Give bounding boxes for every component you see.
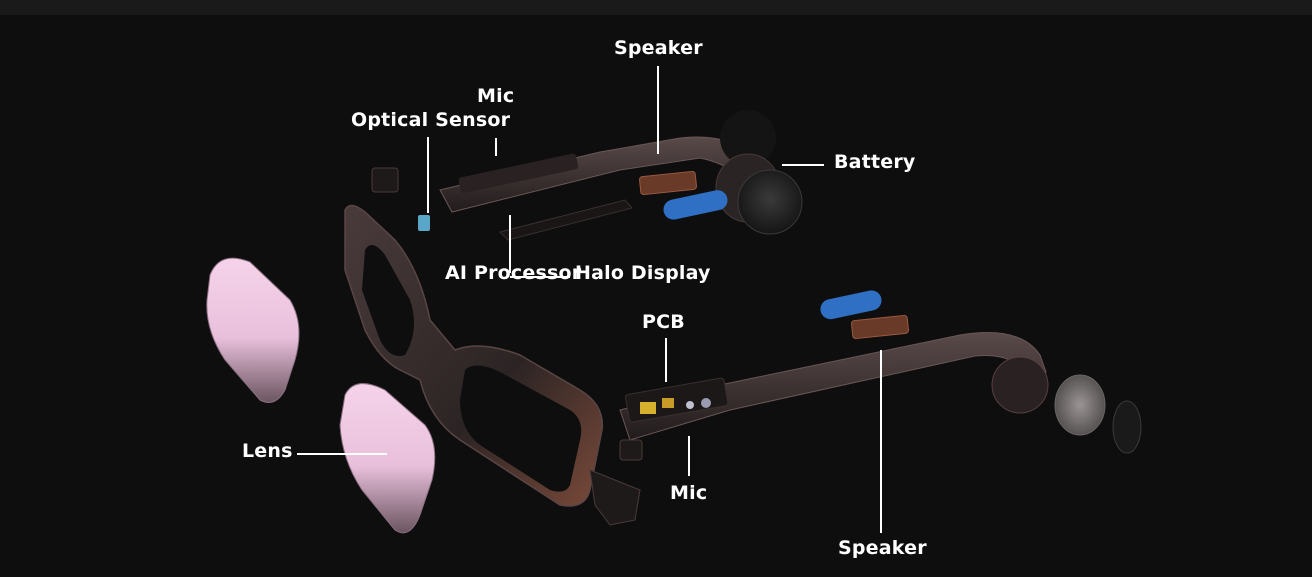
upper-battery-pad [663, 190, 728, 220]
speaker-bottom-callout-line [880, 350, 882, 533]
label-halo-display: Halo Display [575, 262, 711, 284]
lower-hinge-a [619, 439, 643, 461]
upper-speaker-module [639, 170, 697, 196]
label-mic-top: Mic [477, 85, 515, 107]
frame-front [344, 204, 604, 507]
label-speaker-top: Speaker [614, 37, 703, 59]
label-pcb: PCB [642, 311, 685, 333]
speaker-top-callout-line [657, 66, 659, 154]
upper-temple-arm [439, 110, 803, 235]
optical-sensor-chip [418, 215, 430, 231]
upper-lens [206, 257, 300, 403]
lower-lens [339, 383, 436, 534]
ai-processor-callout-line-h [510, 276, 570, 278]
battery-callout-line [782, 164, 824, 166]
upper-hinge [371, 167, 399, 193]
label-ai-processor: AI Processor [445, 262, 582, 284]
ai-processor-callout-line [509, 215, 511, 273]
optical-sensor-callout-line [427, 137, 429, 213]
label-speaker-bottom: Speaker [838, 537, 927, 559]
label-optical-sensor: Optical Sensor [351, 109, 511, 131]
mic-bottom-callout-line [688, 436, 690, 476]
label-lens: Lens [242, 440, 293, 462]
label-battery: Battery [834, 151, 916, 173]
pcb-callout-line [665, 338, 667, 382]
lower-temple-arm [619, 332, 1142, 454]
lower-speaker-module [851, 314, 909, 340]
mic-top-callout-line [495, 138, 497, 156]
lens-callout-line [297, 453, 387, 455]
lower-battery-pad [820, 290, 882, 320]
halo-display-strip [499, 199, 633, 241]
top-bar [0, 0, 1312, 15]
label-mic-bottom: Mic [670, 482, 708, 504]
lower-hinge-b [589, 469, 641, 526]
